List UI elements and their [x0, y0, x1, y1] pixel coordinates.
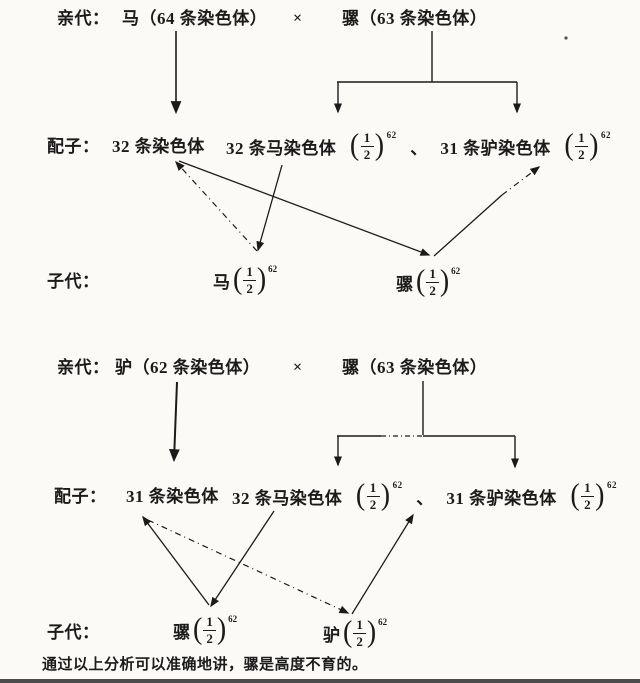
mule-horse-gamete-to-horse-offspring-line — [256, 164, 283, 252]
s2-gamete-donkey: 31 条染色体 — [126, 487, 219, 506]
mule-horse-gamete2-to-mule-offspring-line — [210, 510, 275, 608]
s1-parent-mule: 骡（63 条染色体） — [342, 9, 488, 28]
s1-offspring-horse-label: 马 — [213, 272, 230, 292]
s2-offspring-mule-label: 骡 — [173, 622, 190, 642]
s2-offspring-donkey-label: 驴 — [323, 625, 340, 645]
mule-offspring-to-donkey-gamete-dashed — [501, 166, 541, 196]
conclusion-text: 通过以上分析可以准确地讲，骡是高度不育的。 — [42, 657, 368, 673]
s1-offspring-row-label: 子代： — [47, 272, 100, 291]
s1-gamete-separator: 、 — [410, 138, 428, 158]
s1-gamete-horse: 32 条染色体 — [112, 137, 205, 156]
donkey-offspring-to-mule-donkey-gamete-line — [351, 513, 414, 615]
s2-parent-donkey: 驴（62 条染色体） — [115, 358, 261, 377]
mule-offspring-to-donkey-gamete-line — [433, 194, 503, 257]
s1-cross-symbol: × — [293, 10, 303, 27]
s1-gamete-mule-donkey-label: 31 条驴染色体 — [440, 138, 551, 158]
s1-offspring-mule-label: 骡 — [396, 274, 413, 294]
s1-parent-row-label: 亲代： — [57, 9, 110, 28]
horse-gamete-to-mule-offspring-line — [178, 160, 431, 256]
donkey-to-gamete-arrow — [169, 381, 180, 463]
mule-offspring2-to-donkey-gamete-line — [142, 515, 210, 606]
s1-gamete-mule-horse-label: 32 条马染色体 — [226, 138, 337, 158]
donkey-gamete2-to-donkey-offspring-dashed — [147, 519, 350, 614]
s1-gamete-row-label: 配子： — [47, 137, 100, 156]
s2-parent-mule: 骡（63 条染色体） — [342, 358, 488, 377]
s2-offspring-row-label: 子代： — [47, 623, 100, 642]
s2-gamete-separator: 、 — [416, 488, 434, 508]
horse-offspring-to-horse-gamete-dashed — [174, 160, 258, 252]
scan-speck — [564, 36, 568, 40]
s2-gamete-mule-donkey-label: 31 条驴染色体 — [446, 488, 557, 508]
s2-parent-row-label: 亲代： — [57, 358, 110, 377]
s1-parent-horse: 马（64 条染色体） — [122, 9, 268, 28]
s2-cross-symbol: × — [293, 359, 303, 376]
scan-bottom-edge — [0, 679, 640, 683]
s2-gamete-mule-horse-label: 32 条马染色体 — [232, 488, 343, 508]
s2-gamete-row-label: 配子： — [54, 487, 107, 506]
